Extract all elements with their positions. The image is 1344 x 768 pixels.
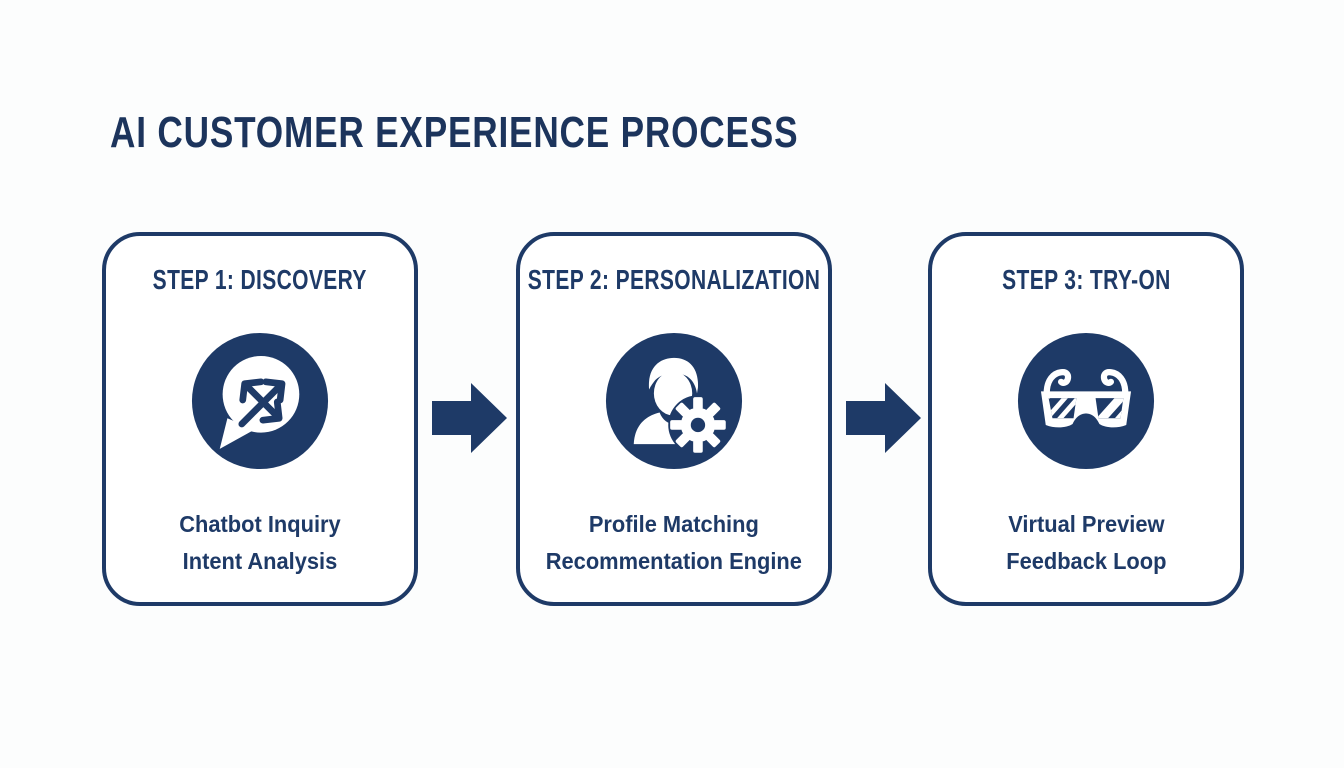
caption-line: Virtual Preview — [1007, 511, 1165, 537]
caption-line: Profile Matching — [589, 511, 759, 537]
step-heading: STEP 2: PERSONALIZATION — [527, 264, 821, 295]
chat-arrows-icon — [191, 332, 329, 470]
step-card-personalization: STEP 2: PERSONALIZATION — [516, 232, 832, 606]
step-heading: STEP 1: DISCOVERY — [152, 264, 368, 295]
step-card-discovery: STEP 1: DISCOVERY Chatbot Inquiry Intent… — [102, 232, 418, 606]
step-caption: Virtual Preview Feedback Loop — [1006, 506, 1166, 580]
caption-line: Recommentation Engine — [545, 548, 803, 574]
caption-line: Chatbot Inquiry — [179, 511, 341, 537]
step-card-try-on: STEP 3: TRY-ON — [928, 232, 1244, 606]
safety-glasses-icon — [1017, 332, 1155, 470]
step-heading: STEP 3: TRY-ON — [1001, 264, 1171, 295]
page-title: AI CUSTOMER EXPERIENCE PROCESS — [110, 108, 799, 157]
step-caption: Profile Matching Recommentation Engine — [546, 506, 802, 580]
caption-line: Intent Analysis — [182, 548, 338, 574]
step-caption: Chatbot Inquiry Intent Analysis — [179, 506, 340, 580]
user-gear-icon — [605, 332, 743, 470]
arrow-right-icon — [432, 382, 508, 454]
caption-line: Feedback Loop — [1005, 548, 1167, 574]
arrow-right-icon — [846, 382, 922, 454]
